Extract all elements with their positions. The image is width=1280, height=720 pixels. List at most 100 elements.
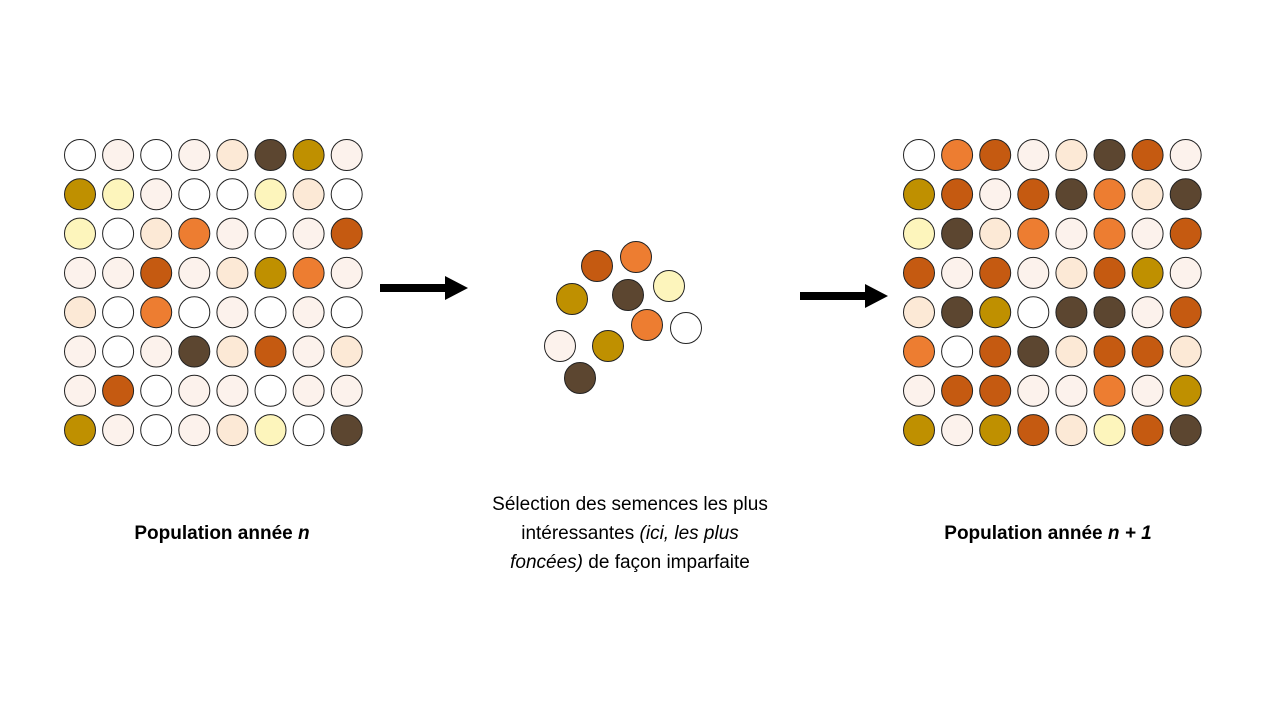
population-year-n-plus-1-grid [903, 139, 1202, 447]
seed-circle [1017, 414, 1050, 447]
seed-circle [1093, 374, 1126, 407]
seed-circle [903, 374, 935, 407]
seed-circle [1169, 296, 1202, 329]
seed-circle [941, 335, 974, 368]
seed-circle [254, 335, 287, 368]
seed-circle [102, 217, 135, 250]
seed-circle [330, 414, 363, 447]
seed-circle [544, 330, 576, 362]
selection-caption: Sélection des semences les plus intéress… [440, 490, 820, 577]
seed-circle [330, 296, 363, 329]
seed-circle [140, 335, 173, 368]
seed-circle [941, 414, 974, 447]
seed-circle [292, 414, 325, 447]
caption-line-1: Sélection des semences les plus [492, 494, 768, 515]
seed-circle [140, 256, 173, 289]
seed-circle [140, 217, 173, 250]
seed-circle [1055, 217, 1088, 250]
seed-circle [1093, 335, 1126, 368]
seed-circle [292, 256, 325, 289]
label-variable: n + 1 [1107, 523, 1152, 544]
seed-circle [1169, 178, 1202, 211]
seed-circle [1093, 296, 1126, 329]
seed-circle [670, 312, 702, 344]
seed-circle [1169, 414, 1202, 447]
seed-circle [1017, 178, 1050, 211]
seed-circle [979, 178, 1012, 211]
seed-circle [1055, 296, 1088, 329]
seed-circle [979, 374, 1012, 407]
seed-circle [903, 256, 935, 289]
seed-circle [330, 256, 363, 289]
seed-circle [903, 414, 935, 447]
seed-circle [903, 139, 935, 171]
seed-circle [1093, 217, 1126, 250]
seed-circle [216, 414, 249, 447]
seed-circle [1093, 139, 1126, 171]
seed-circle [178, 414, 211, 447]
seed-circle [292, 335, 325, 368]
seed-circle [941, 374, 974, 407]
seed-circle [979, 256, 1012, 289]
seed-circle [254, 414, 287, 447]
seed-circle [1169, 335, 1202, 368]
seed-circle [140, 296, 173, 329]
seed-circle [1131, 217, 1164, 250]
seed-circle [1169, 139, 1202, 171]
seed-circle [216, 178, 249, 211]
seed-circle [64, 414, 96, 447]
caption-text: de façon imparfaite [583, 552, 750, 573]
seed-circle [178, 335, 211, 368]
caption-text: intéressantes [521, 523, 640, 544]
seed-circle [941, 217, 974, 250]
seed-circle [292, 139, 325, 171]
seed-circle [1055, 256, 1088, 289]
seed-circle [140, 414, 173, 447]
seed-circle [330, 335, 363, 368]
seed-circle [1017, 217, 1050, 250]
seed-circle [1131, 178, 1164, 211]
seed-circle [178, 178, 211, 211]
seed-circle [178, 296, 211, 329]
seed-circle [64, 217, 96, 250]
seed-circle [254, 256, 287, 289]
caption-italic: (ici, les plus [639, 523, 739, 544]
seed-circle [216, 256, 249, 289]
seed-circle [330, 139, 363, 171]
seed-circle [1017, 139, 1050, 171]
seed-circle [1131, 374, 1164, 407]
seed-circle [564, 362, 596, 394]
seed-circle [581, 250, 613, 282]
seed-circle [1093, 414, 1126, 447]
seed-circle [102, 139, 135, 171]
seed-circle [556, 283, 588, 315]
seed-circle [254, 296, 287, 329]
seed-circle [979, 217, 1012, 250]
label-variable: n [298, 523, 310, 544]
seed-circle [1055, 414, 1088, 447]
seed-circle [1169, 256, 1202, 289]
seed-circle [1169, 217, 1202, 250]
seed-circle [620, 241, 652, 273]
caption-italic: foncées) [510, 552, 583, 573]
seed-circle [64, 296, 96, 329]
seed-circle [941, 296, 974, 329]
seed-circle [330, 217, 363, 250]
seed-circle [216, 374, 249, 407]
seed-circle [64, 374, 96, 407]
label-text: Population année [944, 523, 1108, 544]
seed-circle [140, 178, 173, 211]
seed-circle [178, 139, 211, 171]
seed-circle [941, 178, 974, 211]
seed-circle [102, 414, 135, 447]
seed-circle [653, 270, 685, 302]
seed-circle [178, 217, 211, 250]
seed-circle [330, 374, 363, 407]
seed-circle [1017, 256, 1050, 289]
seed-circle [64, 256, 96, 289]
seed-circle [941, 256, 974, 289]
seed-circle [178, 256, 211, 289]
arrow-right-icon [380, 276, 468, 300]
seed-circle [216, 335, 249, 368]
seed-circle [592, 330, 624, 362]
